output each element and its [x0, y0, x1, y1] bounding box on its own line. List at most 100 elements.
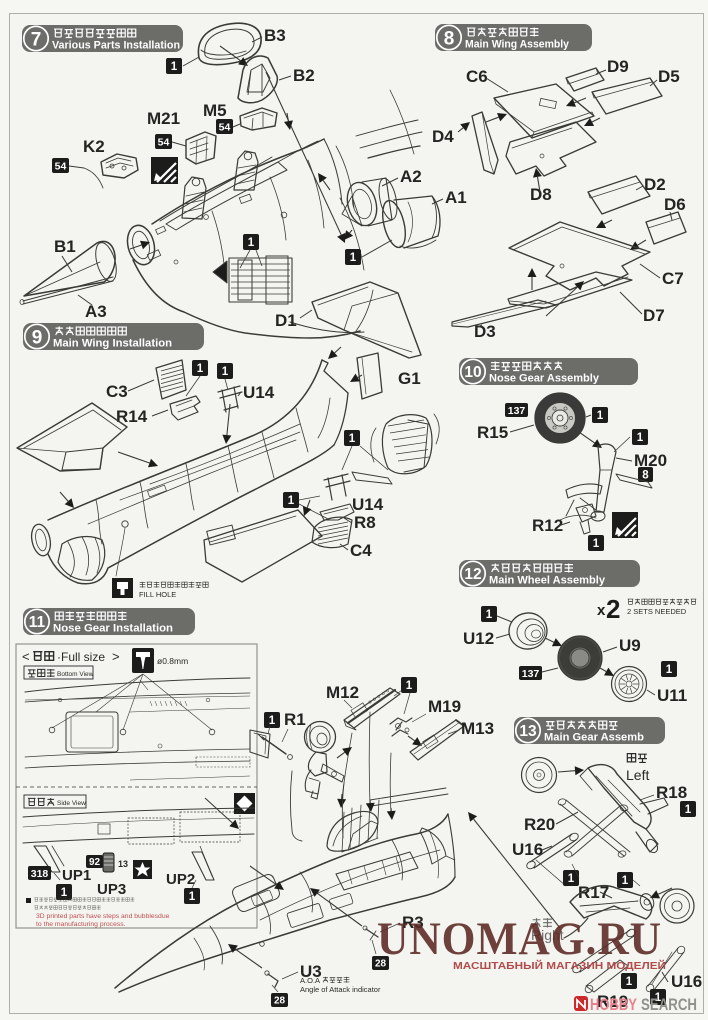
svg-text:28: 28 [274, 996, 286, 1007]
svg-text:ø0.8mm: ø0.8mm [157, 656, 188, 666]
svg-text:R17: R17 [578, 883, 609, 902]
svg-text:1: 1 [269, 715, 276, 727]
svg-text:1: 1 [637, 432, 644, 444]
svg-text:МАСШТАБНЫЙ МАГАЗИН МОДЕЛЕЙ: МАСШТАБНЫЙ МАГАЗИН МОДЕЛЕЙ [453, 959, 666, 972]
svg-text:D7: D7 [643, 306, 665, 325]
svg-text:R3: R3 [402, 913, 424, 932]
svg-text:R18: R18 [656, 783, 687, 802]
svg-text:>: > [112, 649, 120, 664]
svg-text:D8: D8 [530, 185, 552, 204]
svg-text:D9: D9 [607, 57, 629, 76]
svg-text:UP3: UP3 [97, 881, 126, 898]
svg-text:1: 1 [622, 875, 629, 887]
svg-text:K2: K2 [83, 137, 105, 156]
svg-text:UNOMAG.RU: UNOMAG.RU [377, 913, 662, 965]
svg-text:Main Gear Assemb: Main Gear Assemb [544, 732, 644, 744]
svg-text:8: 8 [444, 28, 455, 49]
svg-text:Various Parts Installation: Various Parts Installation [52, 40, 180, 52]
svg-text:<: < [22, 649, 30, 664]
svg-text:1: 1 [655, 992, 662, 1004]
svg-text:U14: U14 [243, 383, 275, 402]
svg-text:U3: U3 [300, 962, 322, 981]
svg-text:8: 8 [642, 470, 649, 482]
svg-text:13: 13 [519, 723, 537, 740]
svg-text:1: 1 [666, 664, 673, 676]
svg-text:M13: M13 [461, 719, 494, 738]
svg-text:D4: D4 [432, 127, 454, 146]
svg-text:D1: D1 [275, 311, 297, 330]
svg-text:318: 318 [31, 868, 49, 880]
svg-text:1: 1 [406, 680, 413, 692]
svg-text:B3: B3 [264, 26, 286, 45]
svg-text:11: 11 [29, 614, 46, 631]
svg-text:U16: U16 [512, 840, 543, 859]
svg-text:1: 1 [61, 887, 68, 899]
svg-text:D2: D2 [644, 175, 666, 194]
svg-text:M5: M5 [203, 101, 227, 120]
svg-text:Bottom View: Bottom View [57, 671, 94, 678]
svg-text:137: 137 [522, 668, 540, 680]
svg-text:Nose Gear Assembly: Nose Gear Assembly [489, 373, 600, 385]
svg-text:M20: M20 [634, 451, 667, 470]
svg-text:HOBBY: HOBBY [590, 995, 637, 1014]
svg-text:Nose Gear Installation: Nose Gear Installation [53, 623, 173, 635]
svg-text:C6: C6 [466, 67, 488, 86]
svg-text:B1: B1 [54, 237, 76, 256]
svg-text:1: 1 [171, 61, 178, 73]
svg-text:1: 1 [222, 366, 229, 378]
svg-text:1: 1 [626, 976, 633, 988]
svg-text:U9: U9 [619, 636, 641, 655]
svg-text:U11: U11 [657, 686, 687, 705]
svg-text:28: 28 [375, 959, 387, 970]
svg-text:13: 13 [118, 859, 128, 869]
svg-text:UP2: UP2 [166, 871, 195, 888]
svg-text:1: 1 [189, 891, 196, 903]
svg-text:R20: R20 [524, 815, 555, 834]
svg-text:2: 2 [606, 594, 620, 624]
svg-text:1: 1 [685, 804, 692, 816]
svg-text:M19: M19 [428, 697, 461, 716]
svg-text:B2: B2 [293, 66, 315, 85]
svg-text:SEARCH: SEARCH [641, 995, 697, 1014]
svg-text:R12: R12 [532, 516, 563, 535]
svg-text:A.O.A: A.O.A [300, 976, 320, 985]
svg-text:·Full size: ·Full size [57, 650, 105, 664]
svg-text:1: 1 [349, 433, 356, 445]
svg-text:C3: C3 [106, 382, 128, 401]
svg-text:to the manufacturing process.: to the manufacturing process. [36, 921, 126, 928]
svg-text:A3: A3 [85, 302, 107, 321]
svg-text:R19: R19 [597, 992, 628, 1011]
svg-text:Main Wing Installation: Main Wing Installation [53, 338, 172, 350]
svg-text:1: 1 [568, 873, 575, 885]
svg-text:54: 54 [55, 160, 67, 172]
svg-text:54: 54 [219, 121, 231, 133]
svg-text:A1: A1 [445, 188, 467, 207]
svg-text:1: 1 [288, 495, 295, 507]
svg-text:Left: Left [626, 767, 649, 783]
svg-text:54: 54 [158, 136, 170, 148]
svg-text:U16: U16 [671, 972, 702, 991]
svg-text:9: 9 [32, 327, 43, 348]
svg-text:1: 1 [597, 410, 604, 422]
svg-text:1: 1 [350, 252, 357, 264]
svg-text:UP1: UP1 [62, 867, 91, 884]
svg-text:U14: U14 [352, 495, 384, 514]
svg-text:Main Wing Assembly: Main Wing Assembly [465, 39, 570, 51]
svg-text:Angle of Attack indicator: Angle of Attack indicator [300, 985, 381, 994]
svg-text:1: 1 [486, 609, 493, 621]
svg-text:12: 12 [464, 566, 481, 583]
svg-text:92: 92 [89, 857, 101, 868]
svg-text:U12: U12 [463, 629, 494, 648]
svg-text:R1: R1 [284, 710, 306, 729]
svg-text:R15: R15 [477, 423, 508, 442]
svg-text:2 SETS NEEDED: 2 SETS NEEDED [627, 607, 687, 616]
svg-text:D6: D6 [664, 195, 686, 214]
svg-text:Main Wheel Assembly: Main Wheel Assembly [489, 575, 606, 587]
svg-text:7: 7 [31, 29, 42, 50]
svg-text:C4: C4 [350, 541, 372, 560]
svg-text:1: 1 [593, 538, 600, 550]
svg-text:FILL HOLE: FILL HOLE [139, 590, 176, 599]
svg-text:x: x [597, 602, 606, 619]
svg-text:3D printed parts have steps an: 3D printed parts have steps and bubblesd… [36, 913, 170, 920]
svg-text:C7: C7 [662, 269, 684, 288]
